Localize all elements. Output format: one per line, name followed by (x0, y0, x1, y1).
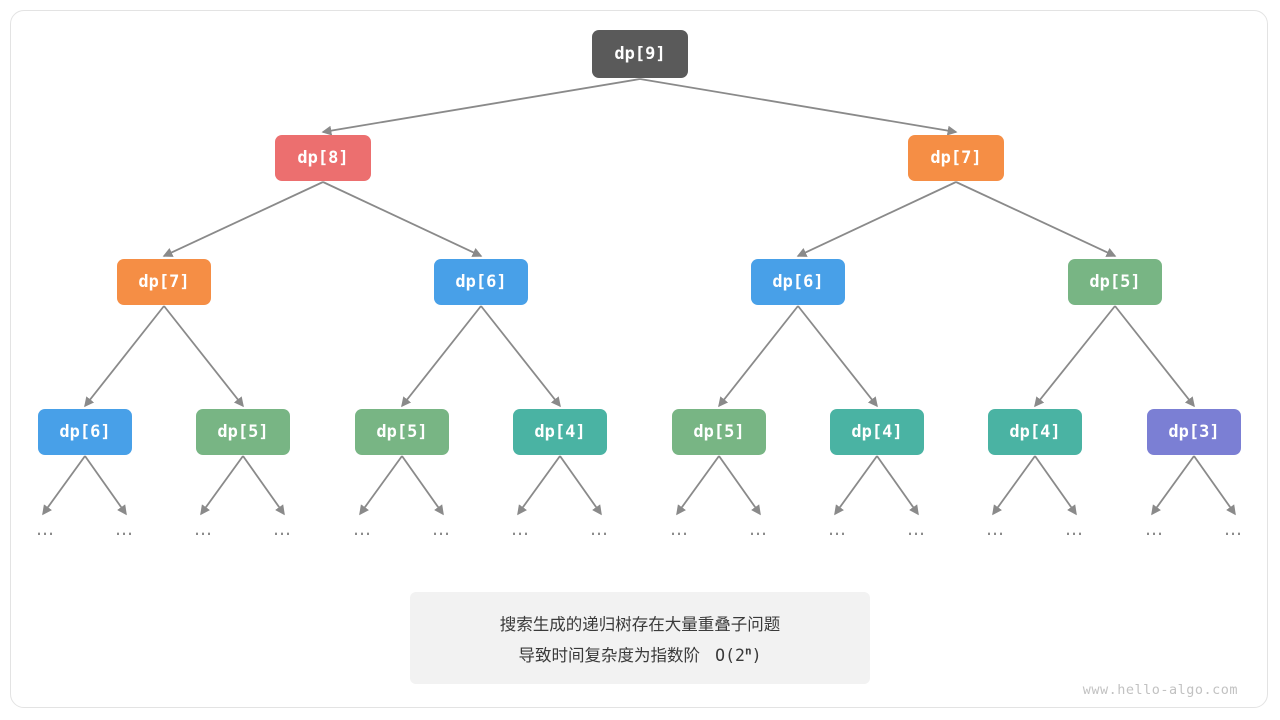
ellipsis-12: ... (985, 518, 1005, 540)
watermark: www.hello-algo.com (1082, 682, 1238, 698)
tree-node-n10: dp[4] (513, 409, 607, 455)
tree-node-n2: dp[7] (908, 135, 1004, 181)
caption-line-2: 导致时间复杂度为指数阶 O(2n) (518, 642, 761, 666)
tree-node-n6: dp[5] (1068, 259, 1162, 305)
tree-node-n3: dp[7] (117, 259, 211, 305)
caption-line-1: 搜索生成的递归树存在大量重叠子问题 (499, 614, 781, 634)
ellipsis-2: ... (193, 518, 213, 540)
tree-node-n13: dp[4] (988, 409, 1082, 455)
ellipsis-11: ... (906, 518, 926, 540)
caption-line-2-text: 导致时间复杂度为指数阶 (518, 645, 700, 665)
tree-node-n14: dp[3] (1147, 409, 1241, 455)
tree-node-n0: dp[9] (592, 30, 688, 78)
ellipsis-15: ... (1223, 518, 1243, 540)
ellipsis-7: ... (589, 518, 609, 540)
ellipsis-8: ... (669, 518, 689, 540)
ellipsis-4: ... (352, 518, 372, 540)
ellipsis-9: ... (748, 518, 768, 540)
tree-node-n12: dp[4] (830, 409, 924, 455)
ellipsis-1: ... (114, 518, 134, 540)
tree-node-n5: dp[6] (751, 259, 845, 305)
complexity-exponent: n (744, 644, 752, 657)
ellipsis-14: ... (1144, 518, 1164, 540)
complexity-close: ) (751, 645, 762, 665)
ellipsis-3: ... (272, 518, 292, 540)
ellipsis-10: ... (827, 518, 847, 540)
caption-box: 搜索生成的递归树存在大量重叠子问题 导致时间复杂度为指数阶 O(2n) (410, 592, 870, 684)
tree-node-n9: dp[5] (355, 409, 449, 455)
ellipsis-13: ... (1064, 518, 1084, 540)
tree-node-n4: dp[6] (434, 259, 528, 305)
tree-node-n8: dp[5] (196, 409, 290, 455)
ellipsis-6: ... (510, 518, 530, 540)
tree-node-n7: dp[6] (38, 409, 132, 455)
ellipsis-5: ... (431, 518, 451, 540)
tree-node-n1: dp[8] (275, 135, 371, 181)
tree-node-n11: dp[5] (672, 409, 766, 455)
complexity-o: O(2 (715, 645, 745, 665)
ellipsis-0: ... (35, 518, 55, 540)
